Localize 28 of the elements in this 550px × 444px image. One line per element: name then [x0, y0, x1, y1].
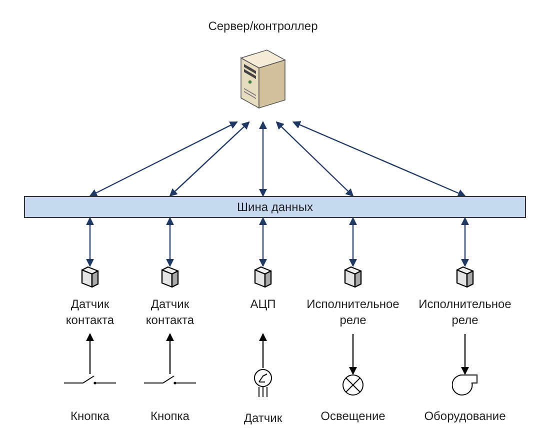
- arrow: [86, 333, 94, 374]
- arrow: [166, 333, 174, 374]
- arrow: [259, 121, 267, 197]
- node-label: Датчик: [244, 410, 282, 426]
- arrow: [86, 217, 94, 267]
- data-bus: [24, 196, 526, 218]
- node-label: Исполнительное реле: [418, 296, 512, 328]
- node-label: Освещение: [320, 408, 386, 424]
- arrow: [169, 121, 250, 197]
- arrow: [276, 121, 354, 197]
- node-label: Кнопка: [70, 408, 110, 424]
- bus-label: Шина данных: [237, 199, 313, 216]
- node-label: Кнопка: [150, 408, 190, 424]
- node-label: Сервер/контроллер: [208, 18, 318, 34]
- arrow: [349, 334, 357, 375]
- node-label: Исполнительное реле: [306, 296, 400, 328]
- node-label: Датчик контакта: [64, 296, 116, 328]
- arrow: [461, 217, 469, 267]
- arrow: [166, 217, 174, 267]
- arrow: [259, 217, 267, 267]
- arrow: [89, 121, 238, 197]
- arrow: [259, 333, 267, 368]
- arrow: [292, 121, 466, 197]
- node-label: Датчик контакта: [144, 296, 196, 328]
- arrow: [349, 217, 357, 267]
- node-label: АЦП: [250, 296, 276, 312]
- node-label: Оборудование: [424, 408, 506, 424]
- arrow: [461, 334, 469, 375]
